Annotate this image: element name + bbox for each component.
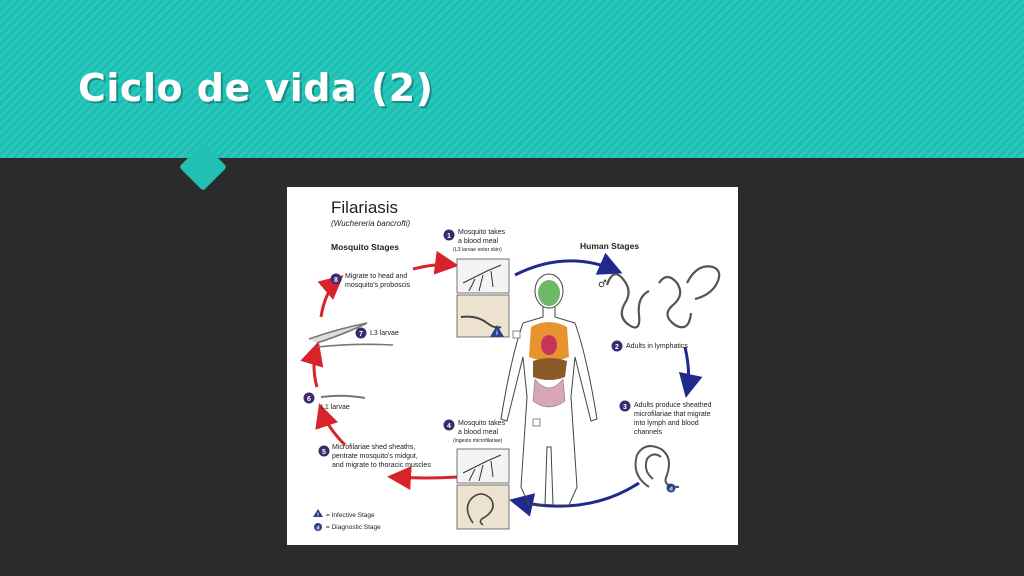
step-5-number: 5 (322, 449, 326, 456)
step-8-badge (330, 273, 342, 285)
male-symbol-icon: ♂ (598, 279, 607, 290)
step-1-number: 1 (447, 233, 451, 240)
human-body-figure (500, 273, 598, 506)
step-2-badge (611, 340, 623, 352)
step-1-note: (L3 larvae enter skin) (453, 247, 502, 253)
mosquito-icon (462, 454, 502, 482)
figure-subtitle: (Wuchereria bancrofti) (331, 219, 410, 228)
step-6-number: 6 (307, 396, 311, 403)
step-4-text-line2: a blood meal (458, 429, 499, 436)
step-7-badge (355, 327, 367, 339)
step-3-text-line1: Adults produce sheathed (634, 402, 712, 409)
infective-stage-symbol: i (496, 331, 498, 337)
step-7-number: 7 (359, 331, 363, 338)
l3-larva-icon (308, 322, 368, 344)
l1-larva-icon (320, 394, 366, 399)
adult-worms-image (605, 265, 721, 329)
legend-infective-symbol: i (317, 512, 319, 518)
step-1-text-line2: a blood meal (458, 238, 499, 245)
step-3-text-line4: channels (634, 429, 663, 436)
diagnostic-stage-icon (666, 483, 676, 493)
step-4-note: (ingests microfilariae) (453, 438, 503, 444)
figure-title: Filariasis (331, 198, 398, 217)
step-1-badge (443, 229, 455, 241)
infective-stage-icon (490, 325, 504, 337)
step-5-badge (318, 445, 330, 457)
slide-title: Ciclo de vida (2) (78, 66, 434, 110)
arrow-1-to-2 (514, 252, 623, 277)
step-3-text-line3: into lymph and blood (634, 420, 699, 427)
step-3-number: 3 (623, 404, 627, 411)
step-6-badge (303, 392, 315, 404)
mosquito-icon (462, 264, 502, 292)
microfilaria-icon (466, 493, 494, 526)
arrow-6-to-7 (300, 341, 324, 388)
mosquito-stages-heading: Mosquito Stages (331, 242, 399, 252)
step-4-number: 4 (447, 423, 451, 430)
title-banner (0, 0, 1024, 158)
step-3-badge (619, 400, 631, 412)
step-4-microfilaria-image (456, 484, 510, 530)
intestines-organ (532, 378, 566, 408)
legend-diagnostic-label: = Diagnostic Stage (326, 524, 381, 531)
brain-organ (538, 280, 560, 306)
legend-diagnostic-icon (314, 523, 322, 531)
arrow-7-to-8 (317, 275, 344, 318)
step-3-text-line2: microfilariae that migrate (634, 411, 711, 418)
step-1-text-line1: Mosquito takes (458, 229, 506, 236)
step-2-number: 2 (615, 344, 619, 351)
legend-infective-icon (313, 509, 323, 517)
arrow-8-to-1 (412, 250, 459, 275)
step-5-text-line3: and migrate to thoracic muscles (332, 462, 431, 469)
step-8-text-line2: mosquito's proboscis (345, 282, 411, 289)
legend-diagnostic-symbol: d (316, 526, 319, 532)
step-4-badge (443, 419, 455, 431)
step-7-text: L3 larvae (370, 330, 399, 337)
arrow-3-to-4 (509, 481, 640, 517)
step-2-text: Adults in lymphatics (626, 343, 688, 350)
liver-organ (533, 358, 567, 380)
step-4-text-line1: Mosquito takes (458, 420, 506, 427)
step-6-text: L1 larvae (321, 404, 350, 411)
blood-meal-marker (532, 418, 541, 427)
human-stages-heading: Human Stages (580, 241, 639, 251)
arrow-5-to-6 (315, 403, 347, 447)
skin-entry-marker (512, 330, 521, 339)
step-5-text-line1: Microfilariae shed sheaths, (332, 444, 415, 451)
l3-larva-icon (316, 343, 394, 348)
filariasis-life-cycle-diagram: Filariasis (Wuchereria bancrofti) Mosqui… (287, 187, 738, 545)
arrow-4-to-5 (387, 466, 458, 491)
microfilaria-image (634, 445, 680, 488)
heart-organ (541, 335, 557, 355)
arrow-2-to-3 (678, 346, 703, 398)
step-8-text-line1: Migrate to head and (345, 273, 407, 280)
diagnostic-stage-symbol: d (669, 487, 672, 493)
step-8-number: 8 (334, 277, 338, 284)
legend-infective-label: = Infective Stage (326, 512, 375, 519)
step-5-text-line2: pentrate mosquito's midgut, (332, 453, 418, 460)
